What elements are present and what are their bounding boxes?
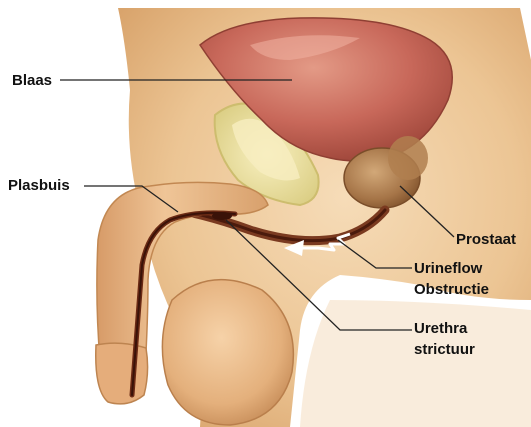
penis-glans — [96, 343, 148, 404]
prostate-lobe — [388, 136, 428, 180]
testis — [162, 280, 293, 425]
label-prostate: Prostaat — [456, 229, 516, 250]
label-urethra-tube: Plasbuis — [8, 175, 70, 196]
label-urethra-stricture-line1: Urethra — [414, 318, 475, 339]
stricture-site — [212, 212, 232, 220]
label-urine-flow-line1: Urineflow — [414, 258, 489, 279]
label-urethra-stricture-line2: strictuur — [414, 339, 475, 360]
label-urethra-stricture: Urethra strictuur — [414, 318, 475, 360]
label-bladder: Blaas — [12, 70, 52, 91]
label-urine-flow-obstruction: Urineflow Obstructie — [414, 258, 489, 300]
label-urine-flow-line2: Obstructie — [414, 279, 489, 300]
